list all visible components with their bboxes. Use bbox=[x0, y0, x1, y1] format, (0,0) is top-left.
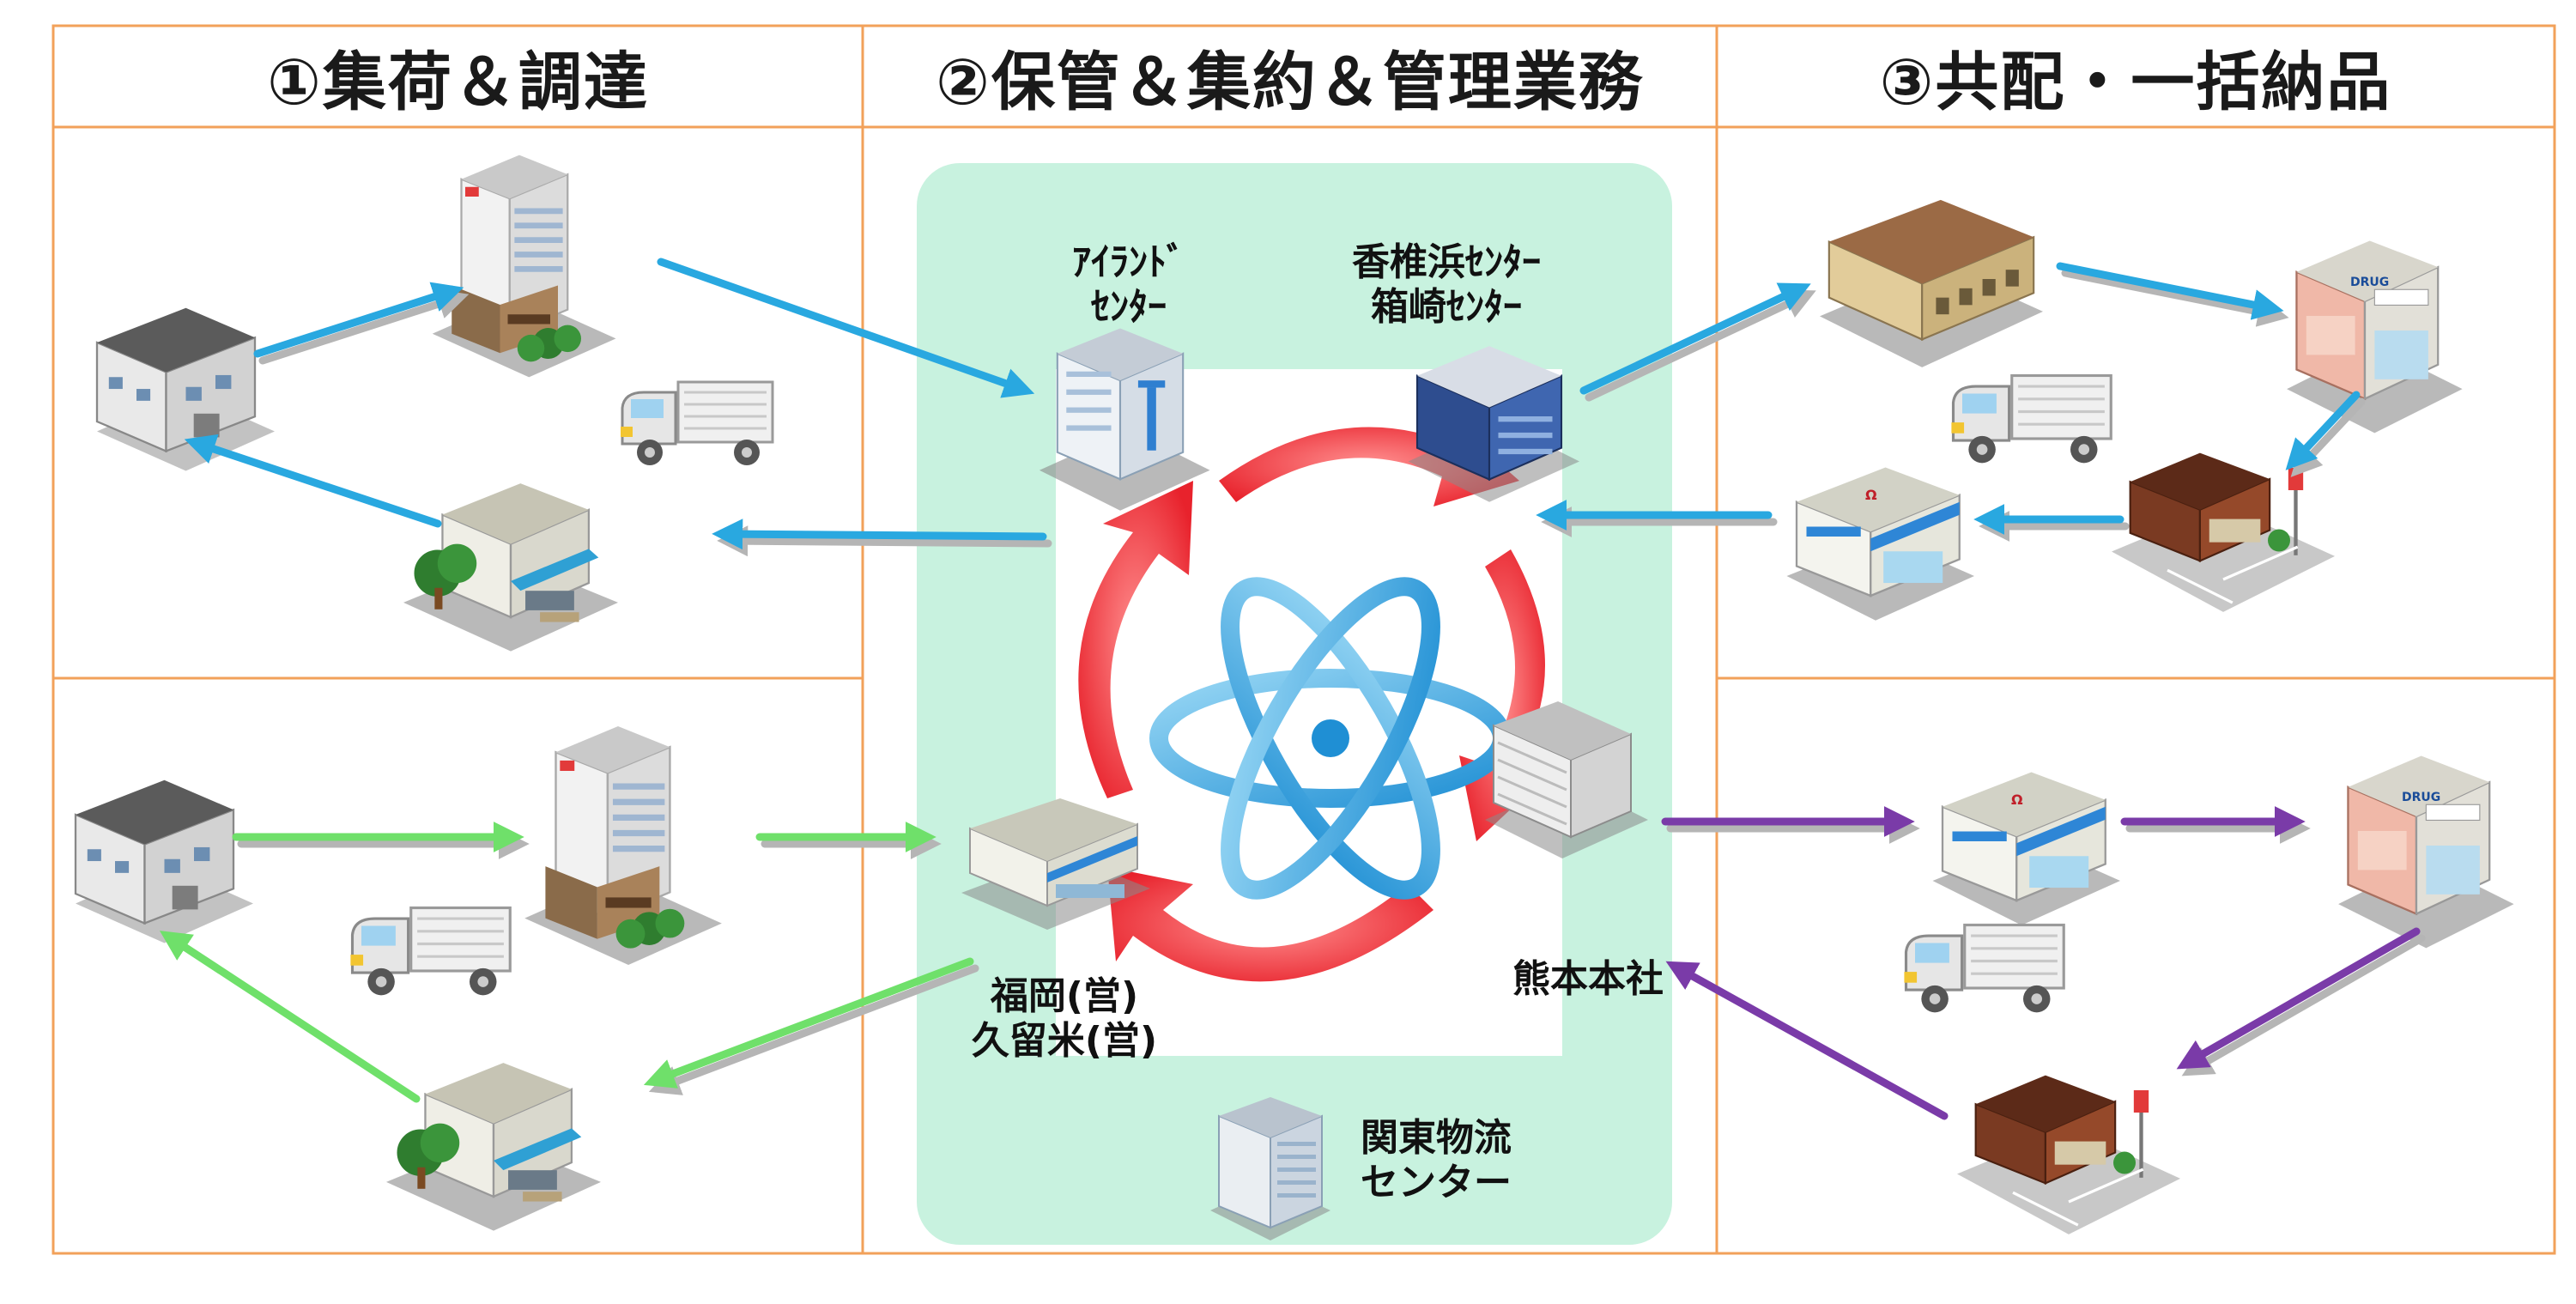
arrow-market-to-house bbox=[184, 434, 442, 528]
truck-icon-right-top bbox=[1949, 373, 2112, 465]
warehouse-icon bbox=[1820, 198, 2043, 369]
arrow-hotel-to-island bbox=[657, 258, 1035, 398]
fukuoka-office-label-line2: 久留米(営) bbox=[971, 1019, 1158, 1063]
drugstore-sign-bottom: DRUG bbox=[2402, 791, 2440, 804]
arrow-drugstore-to-restaurant-purple bbox=[2181, 934, 2426, 1077]
hotel-icon-bottom bbox=[524, 725, 724, 967]
island-center-label-line2: ｾﾝﾀｰ bbox=[1091, 285, 1167, 329]
market-icon-bottom bbox=[386, 1062, 601, 1232]
truck-icon-left-top bbox=[619, 380, 774, 467]
restaurant-icon-bottom bbox=[1957, 1074, 2180, 1236]
island-center-label: ｱｲﾗﾝﾄﾞ ｾﾝﾀｰ bbox=[1043, 240, 1215, 330]
hotel-icon-top bbox=[431, 154, 617, 379]
outer-frame bbox=[52, 24, 2556, 1255]
cycle-arrow-left bbox=[1078, 481, 1193, 798]
kanto-center-label-line1: 関東物流 bbox=[1361, 1116, 1512, 1160]
conbini-icon-top bbox=[1785, 466, 1974, 622]
truck-icon-left-bottom bbox=[349, 906, 512, 998]
frame-lines bbox=[52, 24, 2556, 1255]
drugstore-sign-top: DRUG bbox=[2350, 276, 2389, 289]
house-icon-top bbox=[95, 306, 275, 472]
drugstore-icon-top bbox=[2285, 240, 2464, 434]
flow-arrows bbox=[159, 258, 2426, 1120]
conbini-sign-top: Ω bbox=[1865, 487, 1877, 503]
arrow-restaurant-to-kumamoto bbox=[1665, 961, 1949, 1120]
restaurant-icon-top bbox=[2112, 452, 2335, 614]
fukuoka-office-label: 福岡(営) 久留米(営) bbox=[961, 974, 1167, 1064]
conbini-icon-bottom bbox=[1931, 771, 2120, 926]
truck-icon-right-bottom bbox=[1902, 923, 2065, 1015]
kanto-center-label: 関東物流 センター bbox=[1361, 1116, 1575, 1205]
header-joint-delivery: ③共配・一括納品 bbox=[1879, 45, 2392, 119]
arrow-kashii-to-warehouse bbox=[1585, 289, 1816, 402]
island-center-label-line1: ｱｲﾗﾝﾄﾞ bbox=[1072, 240, 1185, 284]
house-icon-bottom bbox=[74, 779, 253, 944]
header-storage-management: ②保管＆集約＆管理業務 bbox=[936, 45, 1644, 119]
market-icon-top bbox=[403, 482, 618, 652]
arrow-house-to-hotel bbox=[258, 288, 470, 365]
kanto-center-label-line2: センター bbox=[1361, 1161, 1512, 1204]
arrow-warehouse-to-drugstore bbox=[2061, 269, 2289, 327]
arrow-fukuoka-to-market bbox=[648, 964, 979, 1095]
kumamoto-hq-label: 熊本本社 bbox=[1512, 957, 1664, 1001]
kashii-center-label: 香椎浜ｾﾝﾀｰ 箱崎ｾﾝﾀｰ bbox=[1318, 240, 1575, 330]
arrow-center-to-market bbox=[717, 525, 1052, 557]
arrow-drugstore-to-restaurant bbox=[2290, 397, 2366, 477]
header-collect-procure: ①集荷＆調達 bbox=[267, 45, 649, 119]
kashii-center-label-line2: 箱崎ｾﾝﾀｰ bbox=[1371, 285, 1522, 329]
arrow-market-to-house-green bbox=[159, 931, 421, 1103]
cycle-arrow-bottom bbox=[1107, 867, 1433, 982]
drugstore-icon-bottom bbox=[2337, 755, 2515, 949]
kanto-center-building-icon bbox=[1209, 1096, 1331, 1241]
kashii-center-label-line1: 香椎浜ｾﾝﾀｰ bbox=[1352, 240, 1541, 284]
conbini-sign-bottom: Ω bbox=[2011, 791, 2023, 808]
fukuoka-office-label-line1: 福岡(営) bbox=[990, 974, 1139, 1018]
